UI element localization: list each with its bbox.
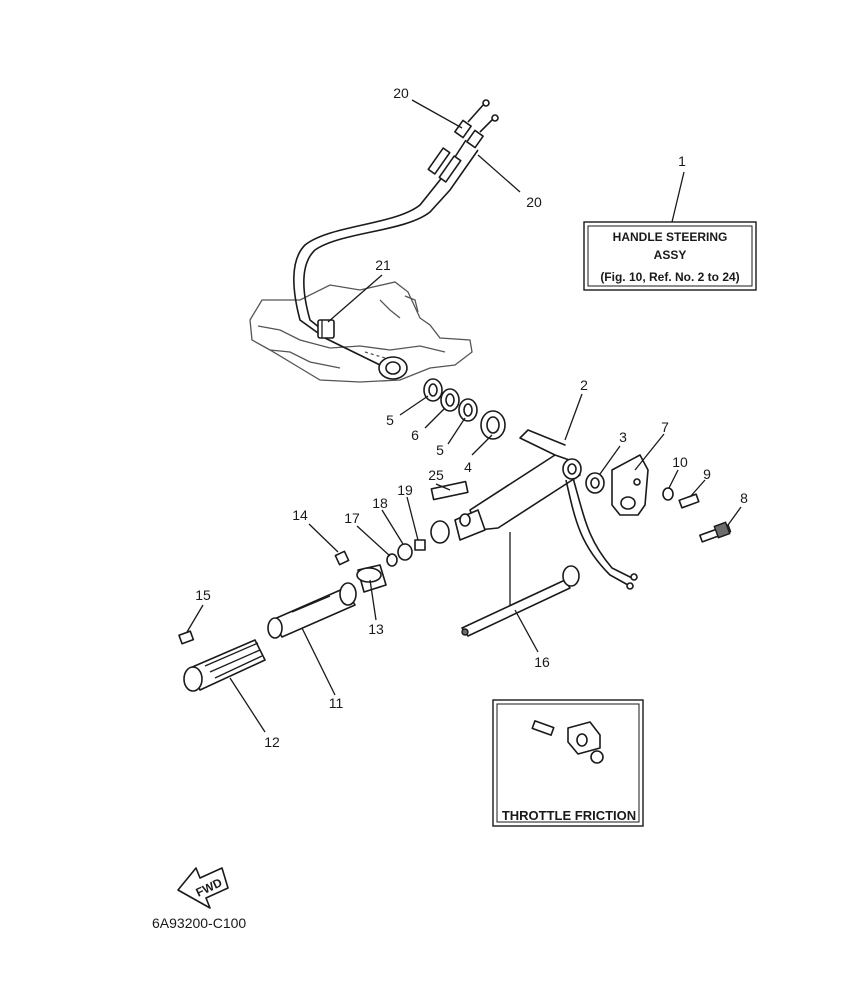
- throttle-grip-tube-part: [267, 582, 357, 639]
- callout-17: 17: [344, 510, 360, 526]
- callout-13: 13: [368, 621, 384, 637]
- callout-20b: 20: [526, 194, 542, 210]
- callout-25: 25: [428, 467, 444, 483]
- callout-12: 12: [264, 734, 280, 750]
- small-parts-cluster: [334, 539, 426, 567]
- friction-bolt-part: [531, 720, 555, 736]
- assy-box-line1: HANDLE STEERING: [613, 230, 728, 244]
- throttle-friction-inset: THROTTLE FRICTION: [492, 699, 644, 827]
- throttle-cables: [293, 99, 499, 366]
- friction-nut-part: [590, 750, 604, 764]
- fasteners-right: [662, 487, 732, 543]
- callout-4: 4: [464, 459, 472, 475]
- callout-10: 10: [672, 454, 688, 470]
- fwd-arrow: FWD: [177, 867, 229, 909]
- callout-3: 3: [619, 429, 627, 445]
- callout-11: 11: [329, 695, 344, 711]
- callout-21: 21: [375, 257, 391, 273]
- friction-ring-part: [356, 564, 387, 593]
- callout-5b: 5: [436, 442, 444, 458]
- callout-14: 14: [292, 507, 308, 523]
- friction-box-title: THROTTLE FRICTION: [502, 808, 636, 823]
- cable-tails: [565, 477, 638, 590]
- washer-stack: [423, 378, 506, 440]
- callout-labels: 1 2 3 4 5 5 6 7 8 9 10 11 12 13 14 15 16…: [195, 85, 748, 798]
- assy-box-line2: ASSY: [654, 248, 687, 262]
- callout-7: 7: [661, 419, 669, 435]
- steering-handle-arm-part: [430, 429, 582, 544]
- assy-box-line3: (Fig. 10, Ref. No. 2 to 24): [600, 270, 739, 284]
- bushing-part: [585, 472, 605, 494]
- callout-18: 18: [372, 495, 388, 511]
- handle-grip-part: [183, 639, 266, 692]
- leader-lines: [186, 99, 742, 781]
- callout-5a: 5: [386, 412, 394, 428]
- screw-part: [178, 630, 195, 645]
- callout-6: 6: [411, 427, 419, 443]
- callout-19: 19: [397, 482, 413, 498]
- callout-1: 1: [678, 153, 686, 169]
- callout-2: 2: [580, 377, 588, 393]
- callout-15: 15: [195, 587, 211, 603]
- bracket-part: [611, 454, 649, 516]
- callout-9: 9: [703, 466, 711, 482]
- cable-clamp-part: [317, 319, 335, 339]
- decal-label-part: [430, 480, 469, 501]
- throttle-shaft-part: [461, 565, 580, 637]
- callout-16: 16: [534, 654, 550, 670]
- engine-housing-outline: [249, 281, 473, 383]
- callout-8: 8: [740, 490, 748, 506]
- callout-20a: 20: [393, 85, 409, 101]
- assembly-reference-box: HANDLE STEERING ASSY (Fig. 10, Ref. No. …: [583, 221, 757, 291]
- drawing-code: 6A93200-C100: [152, 915, 246, 931]
